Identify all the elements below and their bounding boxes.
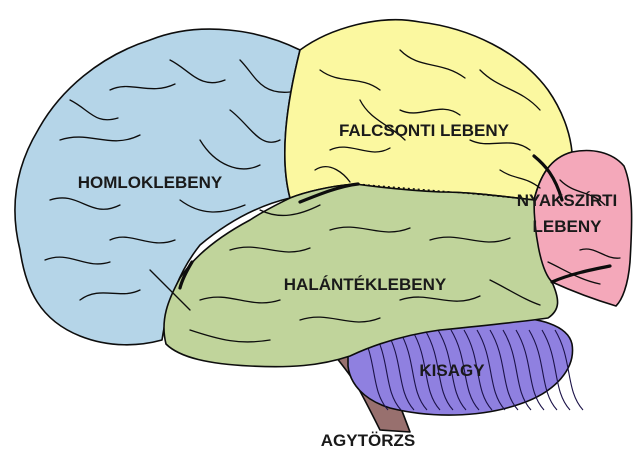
parietal-lobe-region <box>284 18 573 201</box>
parietal-lobe-label: FALCSONTI LEBENY <box>339 121 510 140</box>
sulcus-line-12 <box>69 99 119 121</box>
frontal-lobe-region <box>14 28 301 346</box>
sulcus-line-11 <box>239 59 291 93</box>
sulcus-line-31 <box>559 179 606 206</box>
cerebellum-folium-6 <box>437 329 467 411</box>
sulcus-line-14 <box>399 49 466 79</box>
cerebellum-folium-15 <box>554 329 584 411</box>
frontal-lobe-label: HOMLOKLEBENY <box>78 173 223 192</box>
temporal-lobe-region <box>163 183 559 368</box>
fissure-line-1 <box>178 260 194 290</box>
sulcus-line-0 <box>59 134 141 142</box>
cerebellum-folium-9 <box>476 329 506 411</box>
sulcus-line-29 <box>489 279 541 306</box>
temporal-lobe-label: HALÁNTÉKLEBENY <box>284 275 447 294</box>
fissure-line-0 <box>298 182 360 204</box>
lobe-boundary-dotted <box>357 183 535 201</box>
sulcus-line-21 <box>314 166 351 183</box>
sulcus-line-27 <box>429 236 511 243</box>
brainstem-label: AGYTÖRZS <box>321 431 415 450</box>
sulci-lines <box>44 49 621 343</box>
cerebellum-folia <box>359 329 584 411</box>
fissure-line-3 <box>550 264 612 284</box>
cerebellum-folium-10 <box>489 329 519 411</box>
cerebellum-label: KISAGY <box>419 361 485 380</box>
cerebellum-folium-13 <box>528 329 558 411</box>
cerebellum-folium-12 <box>515 329 545 411</box>
sulcus-line-26 <box>329 226 411 233</box>
sulcus-line-16 <box>329 146 391 153</box>
cerebellum-folium-8 <box>463 329 493 411</box>
sulcus-line-2 <box>44 256 111 265</box>
cerebellum-folium-3 <box>398 329 428 411</box>
sulcus-line-20 <box>499 169 541 189</box>
sulcus-line-19 <box>359 99 406 141</box>
sulcus-line-1 <box>49 197 121 210</box>
cerebellum-folium-7 <box>450 329 480 411</box>
sulcus-line-6 <box>229 109 281 143</box>
sulcus-line-32 <box>579 248 621 259</box>
sulcus-line-23 <box>299 316 381 323</box>
sulcus-line-15 <box>479 69 541 111</box>
sulcus-line-8 <box>109 236 176 244</box>
sulcus-line-28 <box>189 329 271 343</box>
sulcus-line-22 <box>199 296 281 304</box>
sulcus-line-24 <box>399 295 481 302</box>
sulcus-line-30 <box>259 204 321 217</box>
cerebellum-folium-4 <box>411 329 441 411</box>
sulcus-line-18 <box>469 139 531 151</box>
sulcus-line-17 <box>399 108 461 116</box>
sulcus-line-9 <box>179 199 246 213</box>
cerebellum-folium-11 <box>502 329 532 411</box>
sulcus-line-4 <box>109 83 176 91</box>
sulcus-line-13 <box>319 69 381 91</box>
sulcus-line-25 <box>229 246 311 253</box>
sulcus-line-7 <box>199 139 261 170</box>
occipital-lobe-label-line2: LEBENY <box>533 217 603 236</box>
fissure-line-2 <box>532 154 564 202</box>
cerebellum-folium-5 <box>424 329 454 411</box>
sulcus-line-3 <box>79 289 141 301</box>
occipital-lobe-label-line1: NYAKSZÍRTI <box>517 191 617 210</box>
cerebellum-folium-14 <box>541 329 571 411</box>
sulcus-line-5 <box>169 59 226 84</box>
sulcus-line-10 <box>149 269 191 311</box>
